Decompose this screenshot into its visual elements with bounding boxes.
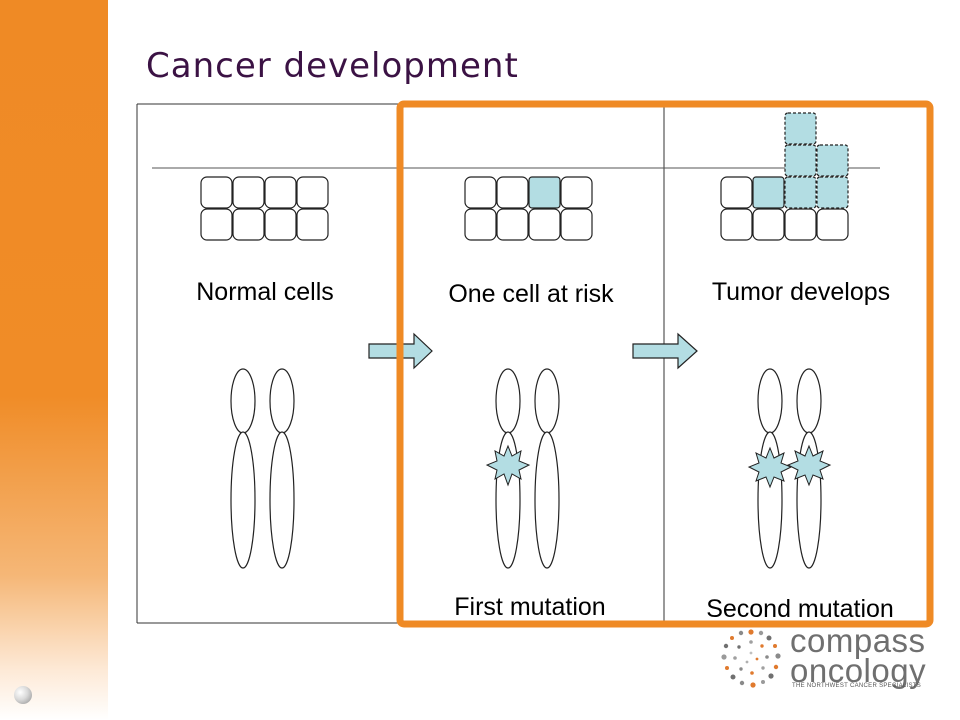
- highlight-frame: [396, 100, 934, 628]
- cell: [200, 176, 233, 209]
- stage-3-chromosome-pair: [747, 368, 832, 569]
- cell: [232, 176, 265, 209]
- cell: [784, 208, 817, 241]
- stage-3-label: Tumor develops: [712, 278, 890, 306]
- chromosome-short-arm: [796, 368, 822, 434]
- cell: [816, 208, 849, 241]
- stage-2-cell-cluster: [464, 176, 593, 241]
- cell: [464, 176, 497, 209]
- logo-tagline: THE NORTHWEST CANCER SPECIALISTS: [792, 683, 922, 689]
- arrow-right-icon: [632, 332, 698, 370]
- cell: [264, 176, 297, 209]
- cell: [296, 208, 329, 241]
- cell: [560, 208, 593, 241]
- cell: [496, 176, 529, 209]
- mutation-burst-icon: [747, 446, 793, 489]
- cell: [200, 208, 233, 241]
- stage-2-caption: First mutation: [454, 593, 605, 621]
- dotted-compass-ring-icon: [721, 629, 781, 688]
- mutated-cell: [784, 144, 817, 177]
- mutated-cell: [816, 176, 849, 209]
- cell: [496, 208, 529, 241]
- logo-word-oncology: oncology: [790, 652, 927, 689]
- cell: [264, 208, 297, 241]
- slide-title: Cancer development: [146, 46, 519, 86]
- mutated-cell: [784, 176, 817, 209]
- mutation-burst-icon: [485, 444, 531, 487]
- mutated-cell: [784, 112, 817, 145]
- logo-word-compass: compass: [790, 622, 926, 659]
- stage-2-label: One cell at risk: [448, 280, 614, 308]
- slide-bullet-icon: [14, 686, 32, 704]
- chromosome-short-arm: [230, 368, 256, 434]
- chromosome-long-arm: [230, 431, 256, 569]
- stage-3-caption: Second mutation: [706, 595, 894, 623]
- mutated-cell: [816, 144, 849, 177]
- cell: [464, 208, 497, 241]
- chromosome-short-arm: [495, 368, 521, 434]
- chromosome-short-arm: [534, 368, 560, 434]
- cell: [296, 176, 329, 209]
- stage-3-cell-cluster: [720, 112, 849, 241]
- chromosome-short-arm: [269, 368, 295, 434]
- orange-sidebar: [0, 0, 108, 720]
- mutation-burst-icon: [786, 444, 832, 487]
- mutated-cell: [752, 176, 785, 209]
- cell: [752, 208, 785, 241]
- stage-2-chromosome-pair: [485, 368, 560, 569]
- cell: [720, 208, 753, 241]
- cell: [528, 208, 561, 241]
- cell: [560, 176, 593, 209]
- cell: [232, 208, 265, 241]
- compass-oncology-logo: compass oncology THE NORTHWEST CANCER SP…: [718, 622, 938, 692]
- chromosome-long-arm: [534, 431, 560, 569]
- chromosome-short-arm: [757, 368, 783, 434]
- stage-1-chromosome-pair: [230, 368, 295, 569]
- cell: [720, 176, 753, 209]
- panel-frame: [136, 103, 880, 624]
- mutated-cell: [528, 176, 561, 209]
- chromosome-long-arm: [269, 431, 295, 569]
- stage-1-cell-cluster: [200, 176, 329, 241]
- stage-1-label: Normal cells: [196, 278, 334, 306]
